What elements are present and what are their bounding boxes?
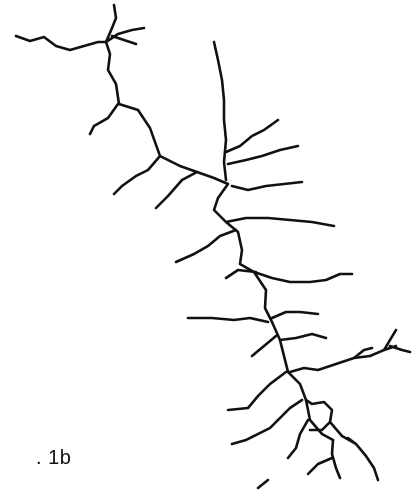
tributary-left-7 bbox=[252, 336, 276, 356]
tributary-right-4 bbox=[226, 218, 334, 226]
tributary-north-long bbox=[214, 42, 226, 180]
tributary-right-8-branch-b bbox=[390, 346, 410, 352]
tributary-left-6 bbox=[188, 318, 268, 322]
stray-mark bbox=[258, 480, 268, 488]
outlet-channel-2 bbox=[332, 440, 340, 478]
tributary-left-4 bbox=[176, 230, 236, 262]
tributary-right-5 bbox=[254, 272, 352, 282]
tributary-left-3 bbox=[156, 172, 197, 208]
tributary-left-9 bbox=[232, 400, 302, 444]
tributary-right-1 bbox=[226, 120, 278, 152]
tributary-right-7 bbox=[280, 334, 326, 340]
tributary-left-1 bbox=[90, 104, 118, 134]
tributary-left-10 bbox=[288, 420, 308, 458]
outlet-channel-3 bbox=[308, 458, 332, 474]
tributary-left-2 bbox=[114, 156, 160, 194]
tributary-left-5 bbox=[226, 270, 256, 278]
tributary-right-8 bbox=[290, 346, 396, 372]
figure-label: . 1b bbox=[36, 447, 71, 470]
tributary-right-6 bbox=[272, 312, 318, 318]
tributary-right-2 bbox=[228, 146, 298, 164]
tributary-left-8 bbox=[228, 372, 286, 410]
tributary-top-left bbox=[16, 36, 106, 50]
tributary-right-3 bbox=[232, 182, 302, 190]
main-channel bbox=[106, 42, 333, 440]
tributary-top-short bbox=[112, 36, 136, 44]
